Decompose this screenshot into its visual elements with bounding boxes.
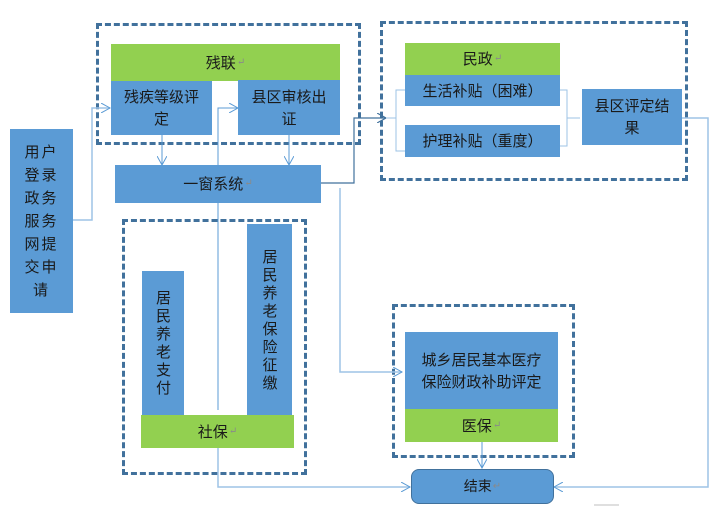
medical-insurance-header: 医保↵	[405, 409, 558, 442]
paragraph-mark: ↵	[236, 56, 246, 68]
paragraph-mark: ↵	[244, 178, 253, 189]
medical-subsidy-label: 城乡居民基本医疗保险财政补助评定	[421, 350, 542, 391]
group-social-security	[122, 219, 307, 475]
pension-payment-label: 居民养老支付	[154, 289, 172, 398]
county-review-box[interactable]: 县区审核出证	[238, 80, 340, 135]
living-subsidy-box[interactable]: 生活补贴（困难）	[405, 75, 560, 106]
civil-affairs-header: 民政↵	[405, 43, 560, 75]
grade-assessment-box[interactable]: 残疾等级评定	[111, 81, 212, 135]
disability-federation-title: 残联	[205, 53, 236, 72]
civil-affairs-title: 民政	[462, 50, 493, 68]
county-result-box[interactable]: 县区评定结果	[582, 89, 682, 145]
applicant-box[interactable]: 用户登录政务服务网提交申请	[10, 129, 73, 313]
grade-assessment-label: 残疾等级评定	[123, 88, 199, 128]
applicant-label: 用户登录政务服务网提交申请	[24, 142, 59, 299]
one-window-system-box[interactable]: 一窗系统↵	[115, 165, 321, 203]
care-subsidy-label: 护理补贴（重度）	[422, 132, 543, 150]
care-subsidy-box[interactable]: 护理补贴（重度）	[405, 125, 560, 157]
paragraph-mark: ↵	[492, 480, 502, 492]
disability-federation-header: 残联↵	[111, 44, 340, 81]
end-label: 结束	[463, 478, 492, 495]
one-window-label: 一窗系统	[183, 175, 244, 193]
pension-payment-box[interactable]: 居民养老支付	[142, 271, 184, 416]
social-security-title: 社保	[197, 422, 228, 441]
end-box[interactable]: 结束↵	[411, 469, 554, 504]
paragraph-mark: ↵	[492, 419, 502, 431]
medical-subsidy-box[interactable]: 城乡居民基本医疗保险财政补助评定	[405, 332, 558, 409]
group-civil-affairs	[380, 21, 688, 181]
social-security-header: 社保↵	[141, 415, 294, 448]
pension-contribution-box[interactable]: 居民养老保险征缴	[247, 224, 292, 417]
living-subsidy-label: 生活补贴（困难）	[422, 81, 543, 100]
paragraph-mark: ↵	[493, 53, 503, 64]
pension-contribution-label: 居民养老保险征缴	[260, 248, 279, 393]
medical-insurance-title: 医保	[461, 416, 492, 435]
county-review-label: 县区审核出证	[251, 87, 327, 128]
county-result-label: 县区评定结果	[594, 97, 670, 137]
paragraph-mark: ↵	[228, 425, 238, 437]
